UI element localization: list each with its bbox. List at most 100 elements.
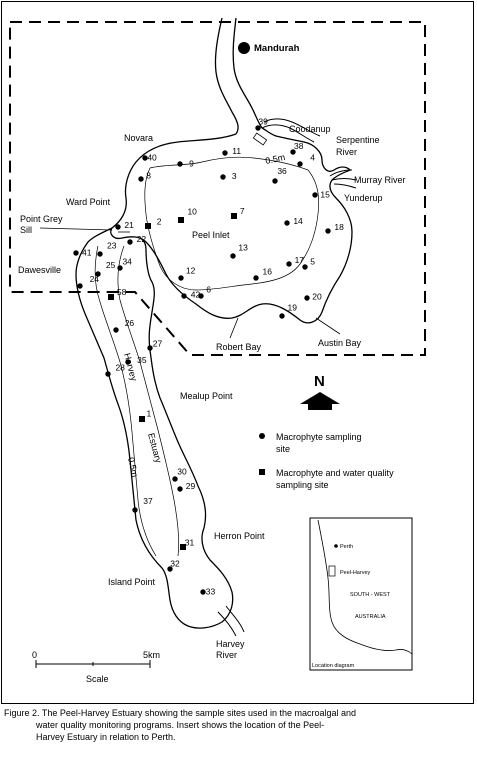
depth-contour-harvey-west	[94, 245, 157, 557]
water-quality-site-58	[108, 294, 114, 300]
label-depth-harvey: 0.5m	[126, 456, 140, 478]
macrophyte-site-17	[286, 261, 292, 267]
mandurah-marker	[238, 42, 250, 54]
inset-label-perth: Perth	[340, 544, 353, 550]
macrophyte-site-12	[178, 275, 184, 281]
label-harvey-river-1: Harvey	[216, 639, 245, 649]
inset-location-diagram: Perth Peel-Harvey SOUTH - WEST AUSTRALIA…	[309, 517, 413, 671]
site-label-4: 4	[310, 153, 315, 163]
macrophyte-site-15	[312, 192, 318, 198]
macrophyte-site-41	[73, 250, 79, 256]
macrophyte-site-3	[220, 174, 226, 180]
site-label-41: 41	[82, 248, 92, 258]
label-robert-bay: Robert Bay	[216, 342, 262, 352]
site-label-16: 16	[262, 267, 272, 277]
site-label-42: 42	[191, 289, 201, 299]
label-herron-point: Herron Point	[214, 531, 265, 541]
site-label-38: 38	[294, 141, 304, 151]
label-dawesville: Dawesville	[18, 265, 61, 275]
site-label-20: 20	[312, 291, 322, 301]
site-label-14: 14	[293, 216, 303, 226]
site-label-28: 28	[115, 362, 125, 372]
site-label-30: 30	[177, 467, 187, 477]
macrophyte-site-30	[172, 476, 178, 482]
macrophyte-site-27	[147, 345, 153, 351]
site-label-17: 17	[295, 255, 305, 265]
label-coodanup: Coodanup	[289, 124, 331, 134]
caption-line-1: Figure 2. The Peel-Harvey Estuary showin…	[4, 708, 357, 718]
label-austin-bay: Austin Bay	[318, 338, 362, 348]
robert-bay-pointer	[229, 317, 239, 339]
scale-zero: 0	[32, 650, 37, 660]
macrophyte-site-28	[105, 371, 111, 377]
macrophyte-site-21	[115, 224, 121, 230]
site-label-6: 6	[206, 284, 211, 294]
site-label-12: 12	[186, 266, 196, 276]
inset-label-peel-harvey: Peel-Harvey	[340, 570, 371, 576]
legend-both-line1: Macrophyte and water quality	[276, 468, 394, 478]
label-mandurah: Mandurah	[254, 43, 300, 54]
macrophyte-site-40	[142, 155, 148, 161]
site-label-36: 36	[277, 166, 287, 176]
site-label-10: 10	[187, 207, 197, 217]
site-label-34: 34	[122, 257, 132, 267]
site-label-22: 22	[137, 234, 147, 244]
legend-square-icon	[259, 469, 265, 475]
depth-contour-harvey-east	[117, 245, 180, 557]
label-harvey-river-2: River	[216, 650, 237, 660]
site-label-37: 37	[143, 496, 153, 506]
murray-river-channel-a	[331, 178, 357, 181]
site-label-58: 58	[117, 287, 127, 297]
north-arrow-icon	[300, 392, 340, 410]
macrophyte-site-37	[132, 507, 138, 513]
site-label-24: 24	[90, 274, 100, 284]
inset-peel-harvey-box	[328, 565, 336, 577]
inset-caption: Location diagram	[312, 663, 355, 669]
figure-caption: Figure 2. The Peel-Harvey Estuary showin…	[4, 707, 472, 743]
macrophyte-site-22	[127, 239, 133, 245]
site-label-35: 35	[137, 355, 147, 365]
serpentine-river-south-bank	[261, 124, 315, 143]
macrophyte-site-34	[117, 265, 123, 271]
site-label-3: 3	[232, 171, 237, 181]
scale-label: Scale	[86, 674, 109, 684]
site-label-18: 18	[334, 222, 344, 232]
site-label-26: 26	[125, 318, 135, 328]
depth-contour-peel-north	[149, 156, 309, 171]
site-label-15: 15	[320, 189, 330, 199]
north-label: N	[314, 373, 325, 390]
site-label-11: 11	[232, 146, 241, 156]
macrophyte-site-36	[272, 178, 278, 184]
harvey-estuary-shoreline	[75, 227, 234, 629]
site-label-19: 19	[288, 302, 298, 312]
study-area-boundary	[9, 21, 426, 356]
macrophyte-site-35	[125, 359, 131, 365]
scale-five: 5km	[143, 650, 160, 660]
site-label-8: 8	[146, 170, 151, 180]
harvey-river-a	[225, 605, 245, 633]
label-estuary: Estuary	[146, 432, 164, 465]
macrophyte-site-23	[97, 251, 103, 257]
label-yunderup: Yunderup	[344, 193, 383, 203]
site-label-33: 33	[206, 586, 216, 596]
macrophyte-site-13	[230, 253, 236, 259]
peel-inlet-shoreline	[110, 127, 353, 324]
label-point-grey: Point Grey	[20, 214, 63, 224]
macrophyte-site-6	[198, 293, 204, 299]
sample-sites: 3456891112131415161718192021222324252627…	[73, 117, 344, 596]
site-label-40: 40	[147, 153, 157, 163]
caption-line-2: water quality monitoring programs. Inser…	[36, 720, 325, 730]
legend-both-line2: sampling site	[276, 480, 329, 490]
site-label-27: 27	[153, 338, 163, 348]
inset-label-country: AUSTRALIA	[355, 614, 386, 620]
serpentine-channel-box	[252, 132, 268, 146]
label-sill: Sill	[20, 225, 32, 235]
label-island-point: Island Point	[108, 577, 156, 587]
harvey-river-b	[217, 611, 237, 637]
inset-label-region: SOUTH - WEST	[350, 592, 391, 598]
macrophyte-site-32	[167, 566, 173, 572]
figure-border	[1, 1, 474, 704]
mandurah-channel-west	[214, 17, 239, 135]
site-label-39: 39	[258, 117, 268, 127]
label-novara: Novara	[124, 133, 153, 143]
